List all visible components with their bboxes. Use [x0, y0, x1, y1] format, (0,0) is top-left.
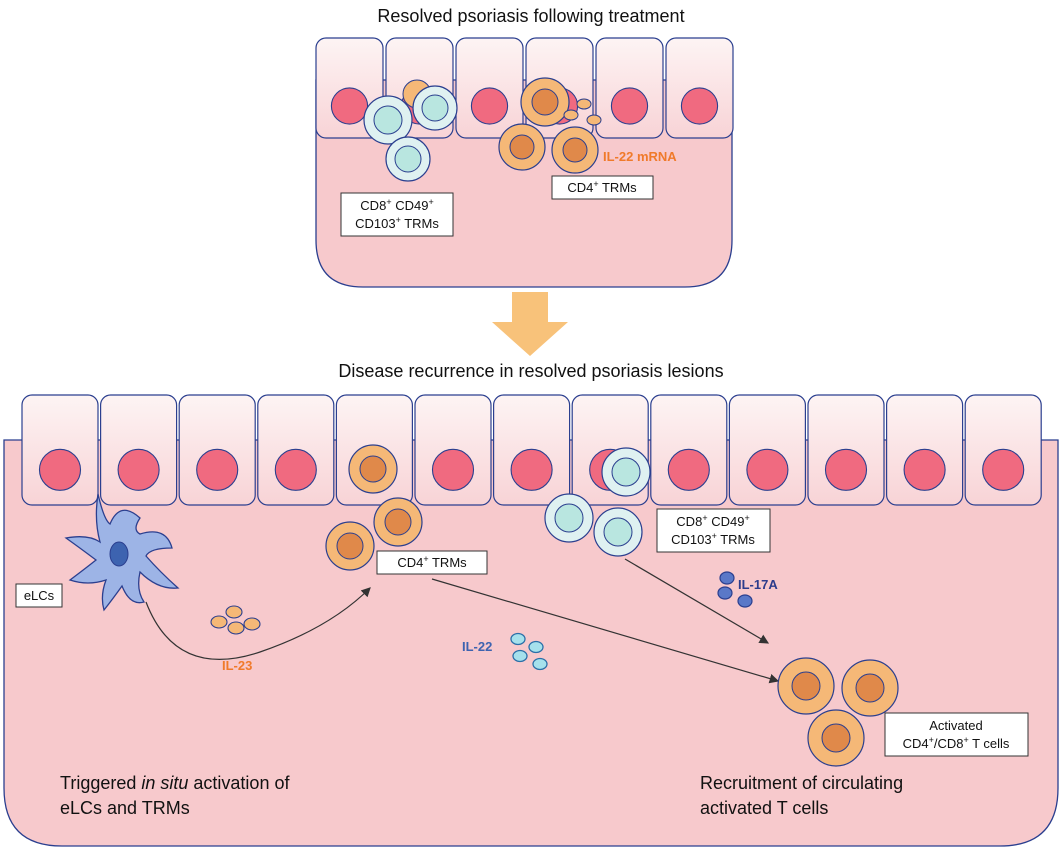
il23-particles — [210, 605, 261, 635]
keratinocyte-nucleus — [470, 87, 509, 125]
svg-text:activated T cells: activated T cells — [700, 798, 828, 818]
keratinocyte-cell — [807, 394, 885, 506]
svg-text:CD4+ TRMs: CD4+ TRMs — [397, 554, 467, 570]
cd4-trm-cell — [520, 77, 570, 127]
top-title: Resolved psoriasis following treatment — [377, 6, 684, 26]
activated-t-cell — [807, 709, 865, 767]
top-panel: Resolved psoriasis following treatment — [315, 6, 734, 288]
keratinocyte-nucleus — [274, 448, 317, 491]
keratinocyte-cell — [257, 394, 335, 506]
keratinocyte-nucleus — [680, 87, 719, 125]
keratinocyte-cell — [665, 37, 734, 139]
trm-to-activated-arrow — [431, 578, 780, 684]
keratinocyte-nucleus — [330, 87, 369, 125]
activated-t-cell — [841, 659, 899, 717]
svg-text:Activated: Activated — [929, 718, 982, 733]
elc-dendritic-cell — [64, 493, 180, 612]
keratinocyte-nucleus — [667, 448, 710, 491]
svg-text:eLCs: eLCs — [24, 588, 55, 603]
keratinocyte-nucleus — [431, 448, 475, 491]
elc-nucleus — [109, 541, 129, 567]
top-cd8-trm-cells — [363, 79, 458, 182]
cd8-to-activated-arrow — [624, 558, 770, 644]
transition-arrow — [492, 292, 568, 356]
keratinocyte-cell — [21, 394, 99, 506]
top-cd4-trm-cells — [498, 77, 602, 174]
keratinocyte-cell — [178, 394, 256, 506]
svg-text:CD4+/CD8+ T cells: CD4+/CD8+ T cells — [903, 735, 1010, 751]
svg-text:CD8+ CD49+: CD8+ CD49+ — [676, 513, 749, 529]
keratinocyte-cell — [650, 394, 728, 506]
il22-mrna-particles — [563, 98, 602, 126]
il23-label: IL-23 — [222, 658, 252, 673]
il17a-particles — [717, 571, 753, 608]
keratinocyte-cell — [885, 394, 964, 506]
cd8-trm-cell — [385, 136, 431, 182]
keratinocyte-cell — [414, 394, 492, 506]
elc-to-trm-arrow — [145, 587, 371, 660]
cd8-trm-cell — [601, 447, 651, 497]
bottom-cd4-trm-cells — [325, 444, 423, 571]
cd4-trm-cell — [373, 497, 423, 547]
bottom-title: Disease recurrence in resolved psoriasis… — [338, 361, 723, 381]
keratinocyte-nucleus — [610, 87, 649, 125]
cd4-text: CD4 — [567, 180, 593, 195]
keratinocyte-cell — [99, 394, 178, 506]
bottom-keratinocyte-row — [21, 394, 1042, 506]
cd4-trm-cell — [325, 521, 375, 571]
cd4-trm-cell — [551, 126, 599, 174]
top-cd4-trm-label-box: CD4+ TRMs — [551, 175, 654, 200]
keratinocyte-nucleus — [982, 448, 1025, 491]
cd8-trm-cell — [593, 507, 643, 557]
activated-t-cells — [777, 657, 899, 767]
cd8-trm-cell — [363, 95, 413, 145]
svg-text:eLCs and TRMs: eLCs and TRMs — [60, 798, 190, 818]
bottom-panel: Disease recurrence in resolved psoriasis… — [3, 361, 1059, 847]
keratinocyte-nucleus — [510, 448, 553, 491]
keratinocyte-nucleus — [38, 448, 82, 491]
svg-text:CD4+ TRMs: CD4+ TRMs — [567, 179, 637, 195]
cd4-tail: TRMs — [599, 180, 638, 195]
il22-particles — [510, 632, 548, 671]
keratinocyte-cell — [595, 37, 664, 139]
cd4-trm-cell — [498, 123, 546, 171]
bottom-cd8-trm-label-box: CD8+ CD49+ CD103+ TRMs — [656, 508, 771, 553]
cd8-trm-cell — [544, 493, 594, 543]
svg-text:CD8+ CD49+: CD8+ CD49+ — [360, 197, 433, 213]
svg-text:CD103+ TRMs: CD103+ TRMs — [671, 531, 755, 547]
cd4-sup: + — [593, 179, 598, 189]
keratinocyte-nucleus — [196, 448, 239, 491]
keratinocyte-cell — [728, 394, 807, 506]
svg-text:Recruitment of circulating: Recruitment of circulating — [700, 773, 903, 793]
keratinocyte-nucleus — [746, 448, 789, 491]
caption-right: Recruitment of circulating activated T c… — [700, 773, 903, 818]
keratinocyte-cell — [964, 394, 1042, 506]
svg-text:Triggered in situ activation o: Triggered in situ activation of — [60, 773, 290, 793]
keratinocyte-nucleus — [824, 448, 868, 491]
keratinocyte-nucleus — [117, 448, 160, 491]
activated-label-box: Activated CD4+/CD8+ T cells — [884, 712, 1029, 757]
keratinocyte-cell — [493, 394, 571, 506]
activated-t-cell — [777, 657, 835, 715]
svg-text:CD103+ TRMs: CD103+ TRMs — [355, 215, 439, 231]
cd4-trm-cell — [348, 444, 398, 494]
keratinocyte-cell — [455, 37, 524, 139]
elc-label-box: eLCs — [15, 583, 63, 608]
il22-mrna-label: IL-22 mRNA — [603, 149, 677, 164]
keratinocyte-nucleus — [903, 448, 946, 491]
bottom-cd4-trm-label-box: CD4+ TRMs — [376, 550, 488, 575]
top-cd8-trm-label-box: CD8+ CD49+ CD103+ TRMs — [340, 192, 454, 237]
bottom-cd8-trm-cells — [544, 447, 651, 557]
cd8-trm-cell — [402, 79, 458, 131]
il17a-label: IL-17A — [738, 577, 778, 592]
il22-label: IL-22 — [462, 639, 492, 654]
caption-left: Triggered in situ activation of eLCs and… — [60, 773, 290, 818]
